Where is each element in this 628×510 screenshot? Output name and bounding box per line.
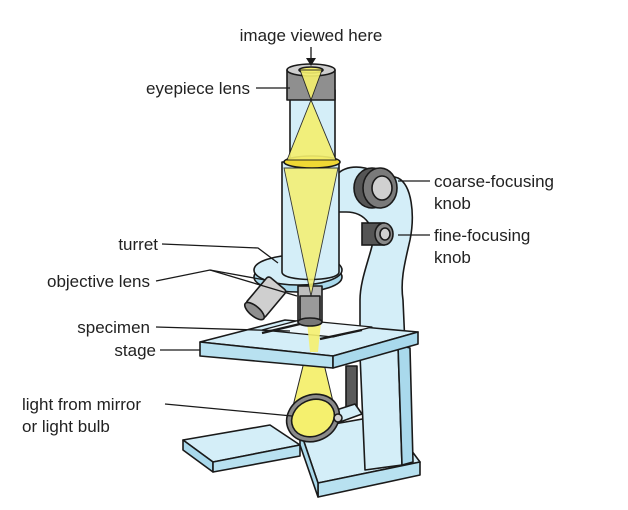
fine-focusing-knob bbox=[361, 222, 394, 246]
side-objective bbox=[243, 276, 287, 321]
coarse-focusing-knob bbox=[353, 167, 398, 209]
leader-objective-2 bbox=[209, 269, 298, 297]
light-beam-stage bbox=[307, 322, 321, 352]
leader-light bbox=[164, 403, 293, 417]
label-fine-2: knob bbox=[434, 248, 471, 267]
leader-objective bbox=[155, 269, 266, 282]
leader-specimen bbox=[155, 326, 291, 332]
mirror bbox=[285, 393, 343, 443]
label-objective: objective lens bbox=[47, 272, 150, 291]
light-beam-upper bbox=[283, 69, 339, 297]
leader-turret bbox=[161, 243, 279, 264]
label-eyepiece: eyepiece lens bbox=[146, 79, 250, 98]
label-turret: turret bbox=[118, 235, 158, 254]
leader-lines bbox=[155, 47, 430, 417]
label-stage: stage bbox=[114, 341, 156, 360]
label-coarse-2: knob bbox=[434, 194, 471, 213]
label-light-2: or light bulb bbox=[22, 417, 110, 436]
label-image-viewed: image viewed here bbox=[240, 26, 383, 45]
label-coarse-1: coarse-focusing bbox=[434, 172, 554, 191]
label-light-1: light from mirror bbox=[22, 395, 141, 414]
labels: image viewed here eyepiece lens coarse-f… bbox=[22, 26, 554, 436]
label-fine-1: fine-focusing bbox=[434, 226, 530, 245]
label-specimen: specimen bbox=[77, 318, 150, 337]
microscope-arm bbox=[335, 166, 414, 471]
arrow-image-viewed bbox=[306, 58, 316, 66]
